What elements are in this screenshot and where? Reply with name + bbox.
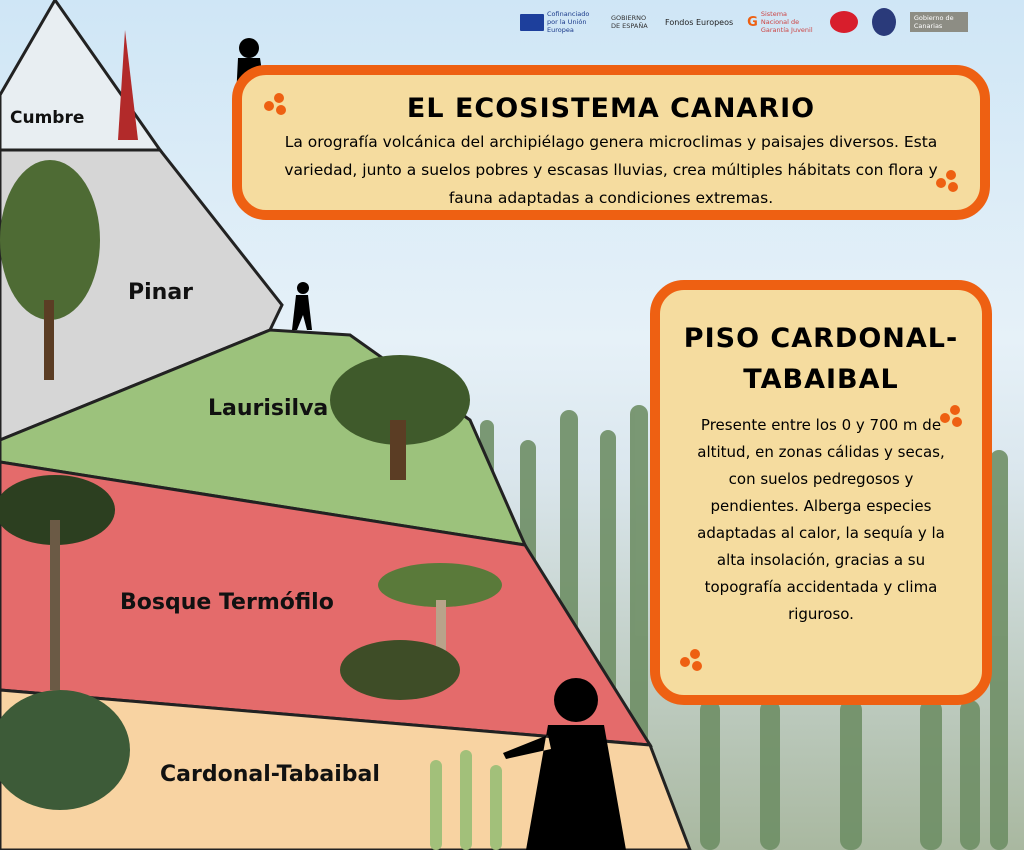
piso-card: PISO CARDONAL-TABAIBAL Presente entre lo… <box>650 280 992 705</box>
eu-flag-icon <box>520 13 544 31</box>
level-cardonal <box>0 688 692 850</box>
page-title: EL ECOSISTEMA CANARIO <box>406 93 816 124</box>
level-label-cumbre: Cumbre <box>10 108 85 128</box>
level-label-cardonal-tabaibal: Cardonal-Tabaibal <box>160 762 380 787</box>
level-label-laurisilva: Laurisilva <box>208 396 329 421</box>
logo-eu: Cofinanciado por la Unión Europea <box>520 10 597 34</box>
piso-text: Presente entre los 0 y 700 m de altitud,… <box>697 416 945 623</box>
garantia-icon: G <box>747 14 758 30</box>
logo-heart <box>829 11 858 33</box>
dots-icon <box>264 93 286 115</box>
logo-seal <box>871 8 896 36</box>
logo-canarias: Gobierno de Canarias <box>909 12 968 32</box>
intro-text: La orografía volcánica del archipiélago … <box>284 133 938 207</box>
dots-icon <box>940 405 962 427</box>
logo-gobierno: GOBIERNO DE ESPAÑA <box>611 14 648 30</box>
seal-logo-icon <box>871 8 896 36</box>
level-label-bosque-termofilo: Bosque Termófilo <box>120 590 334 615</box>
piso-title: PISO CARDONAL-TABAIBAL <box>683 323 959 395</box>
heart-logo-icon <box>829 11 858 33</box>
level-label-pinar: Pinar <box>128 280 194 305</box>
logo-fondos: Fondos Europeos <box>665 17 734 27</box>
sponsor-logos: Cofinanciado por la Unión Europea GOBIER… <box>520 8 968 36</box>
plant-illustrations <box>0 30 502 850</box>
dots-icon <box>680 649 702 671</box>
dots-icon <box>936 170 958 192</box>
intro-card: EL ECOSISTEMA CANARIO La orografía volcá… <box>232 65 990 220</box>
